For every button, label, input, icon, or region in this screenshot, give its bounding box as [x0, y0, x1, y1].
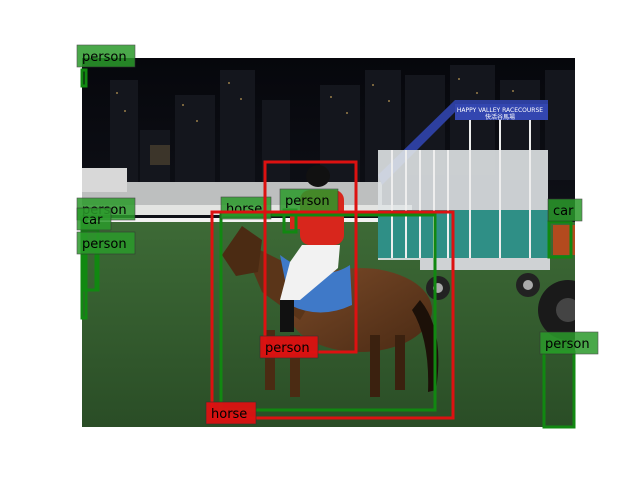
person-ground-truth-label-bg — [76, 231, 136, 255]
horse-prediction-box — [210, 210, 455, 420]
starting-gate: HAPPY VALLEY RACECOURSE 快活谷馬場 — [378, 100, 550, 300]
person-ground-truth-label: person — [285, 194, 330, 209]
person-ground-truth-label-bg — [76, 44, 136, 68]
horse-prediction-label-bg — [205, 401, 257, 425]
horse-prediction-label: horse — [211, 407, 247, 422]
car-ground-truth-box — [547, 220, 573, 259]
car-ground-truth-label-bg — [547, 198, 583, 222]
annotations: person person car person horse person car perso… — [76, 44, 599, 429]
gate-sign-en: HAPPY VALLEY RACECOURSE — [457, 107, 543, 114]
person-ground-truth-box — [80, 68, 88, 88]
person-prediction-label-bg — [259, 335, 319, 359]
horse-ground-truth-label: horse — [226, 202, 262, 217]
vehicle — [538, 225, 575, 340]
gate-sign-zh: 快活谷馬場 — [485, 113, 515, 121]
building-lights — [116, 78, 532, 165]
person-ground-truth-label: person — [82, 237, 127, 252]
person-ground-truth-label-bg — [539, 331, 599, 355]
car-ground-truth-label: car — [553, 204, 574, 219]
photo: HAPPY VALLEY RACECOURSE 快活谷馬場 — [82, 58, 575, 427]
car-ground-truth-label: car — [82, 213, 103, 228]
person-ground-truth-label: person — [82, 50, 127, 65]
car-ground-truth-label-bg — [76, 207, 112, 231]
horse-ground-truth-box — [219, 213, 437, 412]
track-rail — [82, 218, 412, 222]
person-prediction-label: person — [265, 341, 310, 356]
person-ground-truth-label: person — [545, 337, 590, 352]
